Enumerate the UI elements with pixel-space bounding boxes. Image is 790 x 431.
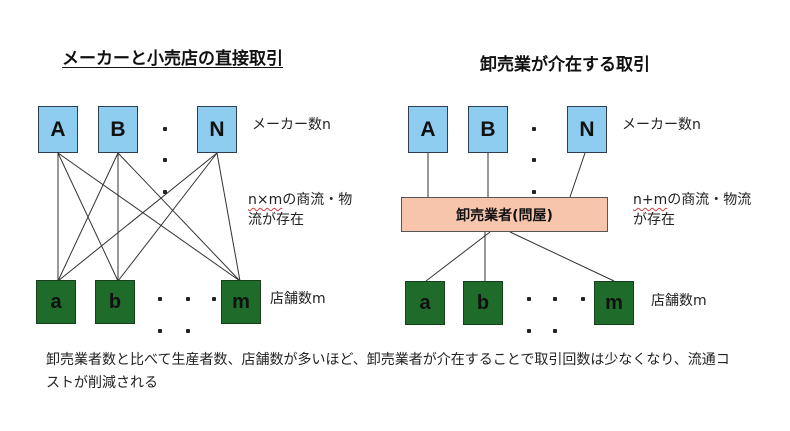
- ellipsis-dot: [163, 190, 167, 194]
- ellipsis-dot: [158, 297, 162, 301]
- ellipsis-dot: [532, 190, 536, 194]
- left-flow-label: n×mの商流・物流が存在: [248, 190, 360, 230]
- ellipsis-dot: [581, 297, 585, 301]
- link-N-m: [216, 152, 241, 282]
- right-maker-a-box: A: [408, 106, 448, 153]
- ellipsis-dot: [186, 329, 190, 333]
- left-store-b-box: b: [95, 280, 135, 324]
- ellipsis-dot: [186, 297, 190, 301]
- ellipsis-dot: [212, 297, 216, 301]
- ellipsis-dot: [553, 297, 557, 301]
- left-store-a-box: a: [36, 280, 76, 324]
- ellipsis-dot: [553, 329, 557, 333]
- left-store-m-box: m: [221, 280, 261, 324]
- left-maker-a-box: A: [38, 106, 78, 153]
- right-flow-text: の商流・物流が存在: [633, 192, 752, 228]
- link-N-wholesaler: [569, 152, 586, 198]
- ellipsis-dot: [163, 158, 167, 162]
- right-maker-b-box: B: [468, 106, 508, 153]
- link-N-b: [117, 152, 218, 282]
- link-B-m: [117, 152, 241, 282]
- right-flow-formula: n+m: [633, 192, 668, 208]
- ellipsis-dot: [158, 329, 162, 333]
- right-store-count-label: 店舗数m: [651, 293, 707, 309]
- left-title: メーカーと小売店の直接取引: [62, 49, 283, 69]
- link-wholesaler-a: [425, 231, 491, 282]
- ellipsis-dot: [527, 297, 531, 301]
- right-maker-count-label: メーカー数n: [622, 117, 701, 133]
- ellipsis-dot: [532, 127, 536, 131]
- link-N-a: [57, 152, 218, 282]
- left-flow-formula: n×m: [248, 192, 283, 208]
- ellipsis-dot: [532, 158, 536, 162]
- wholesaler-box: 卸売業者(問屋): [401, 197, 608, 232]
- right-store-a-box: a: [405, 281, 445, 325]
- right-store-m-box: m: [594, 281, 634, 325]
- left-maker-count-label: メーカー数n: [252, 117, 331, 133]
- explanation-note: 卸売業者数と比べて生産者数、店舗数が多いほど、卸売業者が介在することで取引回数は…: [46, 352, 730, 391]
- right-maker-n-box: N: [567, 106, 607, 153]
- left-maker-n-box: N: [197, 106, 237, 153]
- link-A-m: [57, 152, 241, 282]
- left-store-count-label: 店舗数m: [270, 291, 326, 307]
- right-store-b-box: b: [463, 281, 503, 325]
- link-wholesaler-m: [509, 231, 615, 282]
- right-title: 卸売業が介在する取引: [480, 55, 650, 75]
- left-flow-text: の商流・物流が存在: [248, 192, 353, 228]
- ellipsis-dot: [163, 127, 167, 131]
- left-maker-b-box: B: [98, 106, 138, 153]
- ellipsis-dot: [527, 329, 531, 333]
- link-B-a: [57, 152, 119, 282]
- right-flow-label: n+mの商流・物流が存在: [633, 190, 758, 230]
